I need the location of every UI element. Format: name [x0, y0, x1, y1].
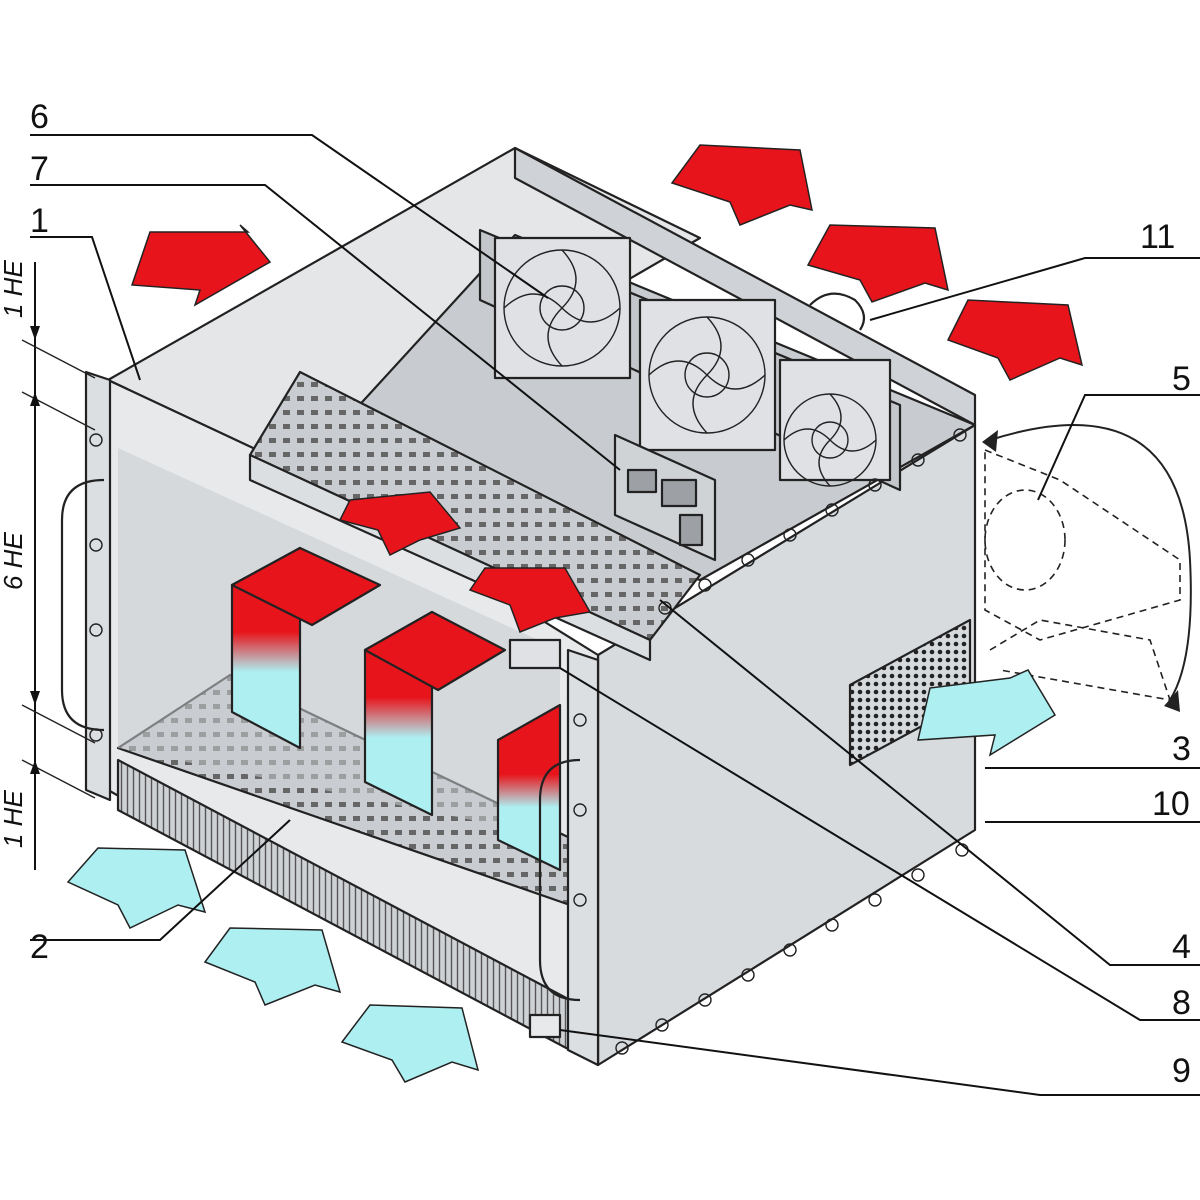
swing-out-fan-tray-dashed: [982, 424, 1192, 712]
callout-11: 11: [1140, 218, 1175, 256]
hot-air-arrow-2: [670, 144, 813, 226]
hot-air-arrow-6: [468, 567, 592, 633]
cool-air-inlet-arrows: [66, 669, 1057, 1083]
rear-top-rail: [513, 146, 977, 427]
callout-3: 3: [1172, 730, 1191, 768]
height-dimension-scale: 1 HE 6 HE 1 HE: [0, 260, 96, 870]
plug-in-cards: [230, 546, 562, 872]
hot-air-arrow-1: [130, 224, 272, 307]
lower-cage-interior: [118, 448, 560, 838]
control-board: [613, 433, 717, 562]
left-mounting-flange: [60, 370, 112, 802]
led-strip: [508, 638, 562, 670]
swing-arc-arrow: [989, 424, 1192, 701]
right-handle: [538, 758, 581, 1002]
callout-5: 5: [1172, 360, 1191, 398]
callout-7: 7: [30, 150, 49, 188]
callout-4: 4: [1172, 928, 1191, 966]
card-1-top: [230, 546, 382, 627]
leader-lines: [30, 134, 1200, 1096]
cool-air-arrow-2: [203, 927, 342, 1006]
callout-8: 8: [1172, 984, 1191, 1022]
hot-air-arrow-3: [806, 224, 949, 303]
callout-labels: 6 7 1 11 5 3 10 4 8 9 2: [30, 98, 1191, 1090]
cool-air-arrow-4: [917, 669, 1057, 757]
fan-tray: [478, 228, 902, 492]
fan-2: [638, 298, 777, 452]
dimension-top-1he: 1 HE: [0, 260, 28, 318]
callout-9: 9: [1172, 1052, 1191, 1090]
callout-1: 1: [30, 202, 49, 240]
callout-6: 6: [30, 98, 49, 136]
card-2-top: [363, 610, 507, 692]
hot-air-outlet-arrows: [130, 144, 1084, 633]
cool-air-arrow-3: [340, 1004, 480, 1083]
fan-3: [778, 358, 892, 487]
side-panel-screws: [615, 428, 969, 1055]
fan-1: [493, 236, 632, 380]
hot-air-arrow-5: [338, 491, 462, 557]
left-handle: [60, 478, 105, 732]
dimension-bottom-1he: 1 HE: [0, 790, 28, 848]
card-3: [496, 703, 562, 872]
callout-2: 2: [30, 928, 49, 966]
status-indicator: [528, 1013, 562, 1039]
callout-10: 10: [1152, 785, 1190, 823]
right-mounting-flange: [538, 648, 600, 1067]
cool-air-arrow-1: [66, 847, 207, 929]
dimension-middle-6he: 6 HE: [0, 532, 28, 590]
hot-air-arrow-4: [946, 299, 1084, 381]
rear-cable-loop: [809, 292, 866, 331]
